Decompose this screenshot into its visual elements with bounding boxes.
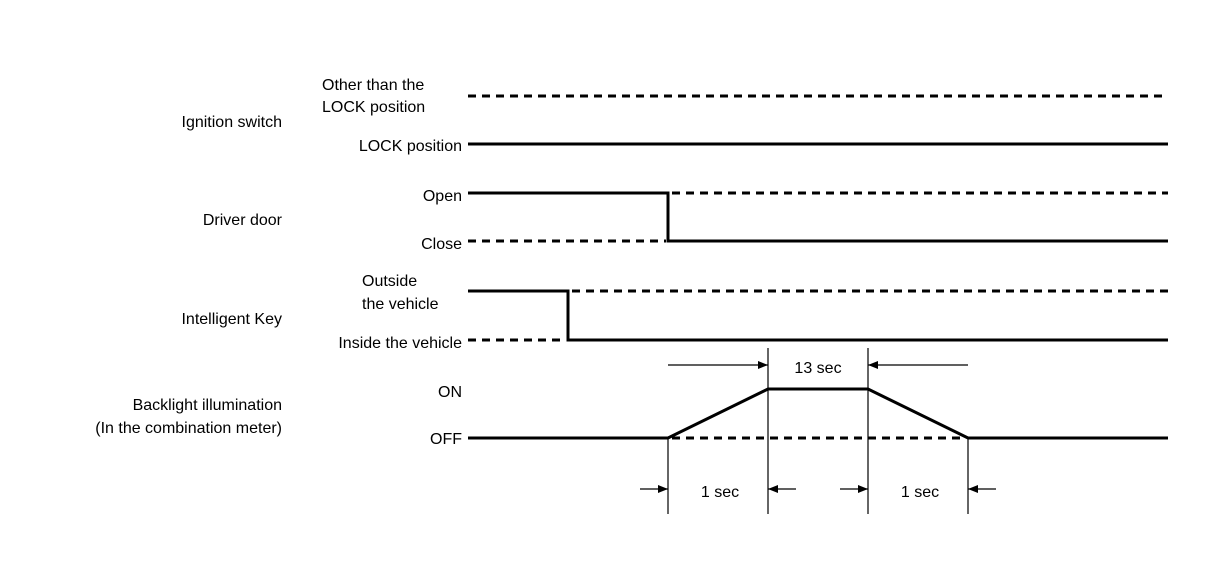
backlight-low-label: OFF <box>430 431 462 448</box>
ramp-down-duration-label: 1 sec <box>901 484 939 501</box>
door-low-label: Close <box>421 236 462 253</box>
ignition-low-label: LOCK position <box>359 138 462 155</box>
key-high-label-line1: Outside <box>362 273 417 290</box>
key-signal-name: Intelligent Key <box>181 311 282 328</box>
key-solid-trace <box>468 289 1168 342</box>
backlight-solid-trace <box>468 387 1168 440</box>
ignition-high-label-line2: LOCK position <box>322 99 425 116</box>
key-high-label-line2: the vehicle <box>362 296 439 313</box>
ignition-high-label-line1: Other than the <box>322 77 424 94</box>
ignition-signal-name: Ignition switch <box>182 114 283 131</box>
backlight-signal-name-line1: Backlight illumination <box>133 397 282 414</box>
door-signal-name: Driver door <box>203 212 283 229</box>
key-low-label: Inside the vehicle <box>338 335 462 352</box>
backlight-high-label: ON <box>438 384 462 401</box>
backlight-signal-name-line2: (In the combination meter) <box>95 420 282 437</box>
door-high-label: Open <box>423 188 462 205</box>
door-solid-trace <box>468 191 1168 243</box>
hold-duration-label: 13 sec <box>794 360 841 377</box>
ramp-up-duration-label: 1 sec <box>701 484 739 501</box>
